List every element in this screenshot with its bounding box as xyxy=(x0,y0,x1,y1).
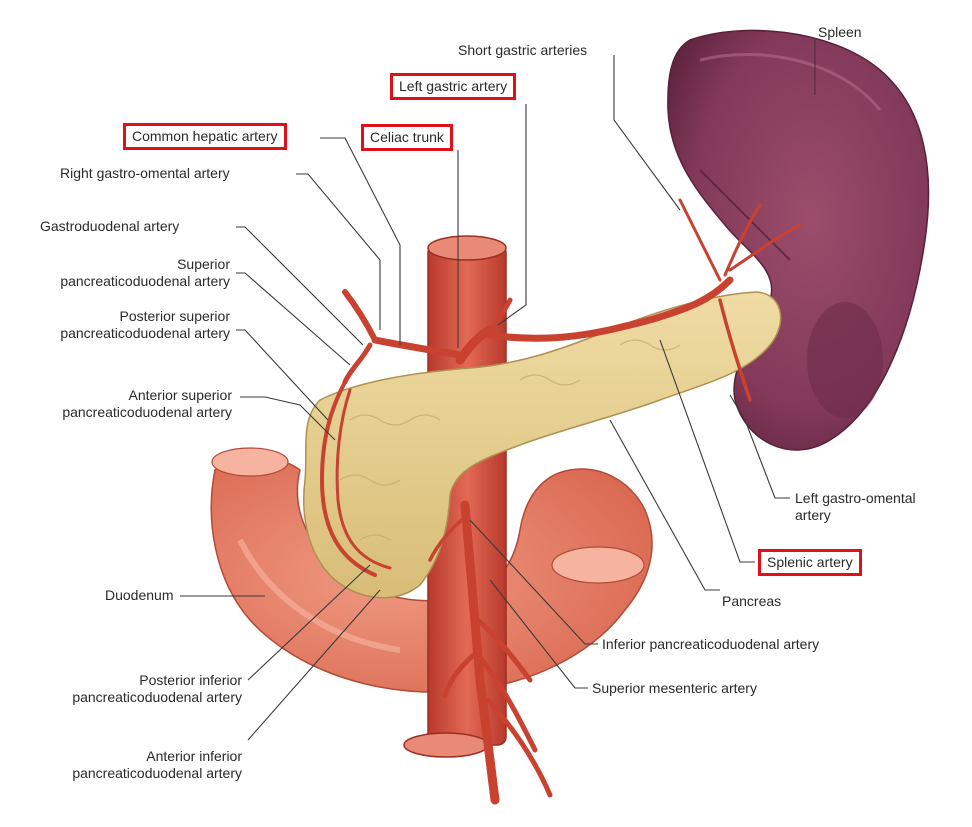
label-posterior-inferior-pd-line1: Posterior inferior xyxy=(139,672,242,688)
label-pancreas: Pancreas xyxy=(722,593,782,609)
label-anterior-inferior-pd-line2: pancreaticoduodenal artery xyxy=(72,765,242,781)
gastroduodenal-vessel xyxy=(342,342,373,385)
label-posterior-superior-pd-artery: Posterior superior pancreaticoduodenal a… xyxy=(10,308,230,342)
label-celiac-trunk: Celiac trunk xyxy=(361,124,453,151)
short-gastric-vessels xyxy=(678,198,802,282)
label-left-gastro-omental-line2: artery xyxy=(795,507,831,523)
label-superior-pd-line2: pancreaticoduodenal artery xyxy=(60,273,230,289)
sma-branches xyxy=(442,617,553,798)
label-posterior-inferior-pd-artery: Posterior inferior pancreaticoduodenal a… xyxy=(10,672,242,706)
label-anterior-superior-pd-line1: Anterior superior xyxy=(128,387,233,403)
label-gastroduodenal-artery: Gastroduodenal artery xyxy=(40,218,180,234)
label-superior-pd-artery: Superior pancreaticoduodenal artery xyxy=(10,256,230,290)
left-gastro-omental-vessel xyxy=(718,298,752,402)
spleen xyxy=(667,29,930,451)
label-posterior-superior-pd-line1: Posterior superior xyxy=(119,308,231,324)
common-hepatic-vessel xyxy=(371,336,464,359)
pd-arcade-anterior-vessel xyxy=(335,388,392,570)
label-short-gastric-arteries: Short gastric arteries xyxy=(458,42,588,58)
arteries xyxy=(319,198,802,805)
label-left-gastric-artery: Left gastric artery xyxy=(390,73,517,100)
label-anterior-inferior-pd-artery: Anterior inferior pancreaticoduodenal ar… xyxy=(10,748,242,782)
label-left-gastro-omental-line1: Left gastro-omental xyxy=(795,490,916,506)
label-spleen: Spleen xyxy=(818,24,862,40)
label-right-gastro-omental-artery: Right gastro-omental artery xyxy=(60,165,230,181)
label-inferior-pd-artery: Inferior pancreaticoduodenal artery xyxy=(602,636,820,652)
superior-mesenteric-vessel xyxy=(460,500,500,805)
duodenum xyxy=(210,447,653,693)
label-duodenum: Duodenum xyxy=(105,587,174,603)
pancreas xyxy=(303,291,782,599)
label-superior-mesenteric-artery: Superior mesenteric artery xyxy=(592,680,757,696)
splenic-artery-vessel xyxy=(486,276,734,342)
left-gastric-vessel xyxy=(487,297,513,335)
label-common-hepatic-artery: Common hepatic artery xyxy=(123,123,287,150)
label-posterior-inferior-pd-line2: pancreaticoduodenal artery xyxy=(72,689,242,705)
label-anterior-superior-pd-line2: pancreaticoduodenal artery xyxy=(62,404,232,420)
label-posterior-superior-pd-line2: pancreaticoduodenal artery xyxy=(60,325,230,341)
inferior-pd-vessel xyxy=(428,513,470,562)
label-splenic-artery: Splenic artery xyxy=(758,549,862,576)
pd-arcade-vessel xyxy=(319,380,377,577)
leader-lines xyxy=(180,38,816,741)
label-anterior-superior-pd-artery: Anterior superior pancreaticoduodenal ar… xyxy=(10,387,232,421)
label-left-gastro-omental-artery: Left gastro-omental artery xyxy=(795,490,916,524)
label-anterior-inferior-pd-line1: Anterior inferior xyxy=(146,748,242,764)
label-superior-pd-line1: Superior xyxy=(177,256,230,272)
hepatic-proper-vessel xyxy=(342,289,378,343)
